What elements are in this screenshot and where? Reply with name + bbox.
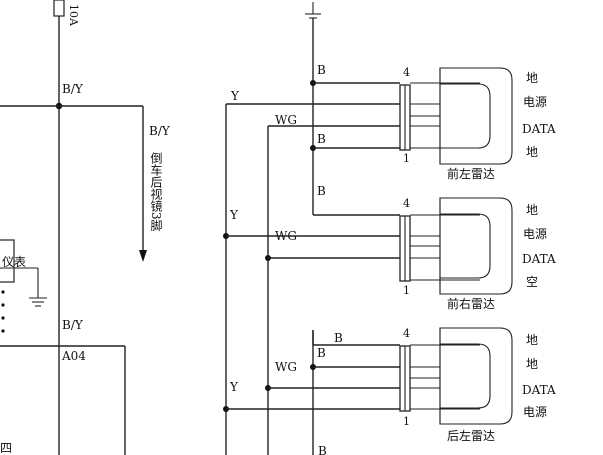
sensor-1-pin-label-3: DATA [522,122,556,136]
bus-y-label-3: Y [229,380,239,394]
sensor-3-pin-label-3: DATA [522,383,556,397]
sensor-2-name: 前右雷达 [447,296,495,311]
sensor-1-pin-top: 4 [403,66,410,79]
sensor-2-pin-label-1: 地 [526,203,538,217]
bus-wires: Y Y Y WG WG WG B [225,2,400,455]
svg-text:B: B [317,184,326,198]
fuse-symbol [53,0,65,17]
sensor-3-name: 后左雷达 [447,428,495,443]
bus-y-label-1: Y [230,89,240,103]
svg-text:四: 四 [0,441,12,455]
bottom-wire-label: B [318,444,327,455]
sensor-1-pin-label-1: 地 [526,71,538,85]
sensor-1-pin-label-4: 地 [526,145,538,159]
sensor-front-right: 4 1 前右雷达 地 电源 DATA 空 [223,197,556,311]
sensor-3-pin-label-2: 地 [526,357,538,371]
sensor-3-wire-b-mid: B [317,346,326,360]
sensor-1-name: 前左雷达 [447,166,495,181]
bus-wg-label-1: WG [275,113,297,127]
module-box [0,239,15,283]
sensor-rear-left: B B 4 1 后左雷达 地 地 DATA 电源 [223,327,556,443]
left-wire-label-bottom: B/Y [62,318,84,332]
sensor-2-pin-label-3: DATA [522,252,556,266]
branch-destination-label: 倒车后视镜3脚 [149,152,163,232]
left-power-circuit: 10A B/Y B/Y 倒车后视镜3脚 仪表 B/Y A04 四 [0,0,171,455]
sensor-2-pin-bottom: 1 [403,284,410,297]
sensor-3-pin-label-4: 电源 [523,405,547,419]
sensor-front-left: B B B 4 1 前左雷达 地 电源 DATA 地 [310,63,556,216]
sensor-2-pin-top: 4 [403,197,410,210]
sensor-3-wire-b-top: B [334,331,343,345]
connector-label: A04 [61,349,86,363]
left-wire-label-top: B/Y [62,82,84,96]
bus-wg-label-3: WG [275,360,297,374]
branch-wire-label: B/Y [149,124,171,138]
sensor-2-pin-label-2: 电源 [523,227,547,241]
sensor-3-pin-bottom: 1 [403,415,410,428]
sensor-1-pin-bottom: 1 [403,152,410,165]
sensor-3-pin-label-1: 地 [526,333,538,347]
fuse-label: 10A [67,4,80,27]
sensor-1-pin-label-2: 电源 [523,95,547,109]
sensor-2-pin-label-4: 空 [526,275,538,289]
sensor-1-wire-b-mid: B [317,132,326,146]
arrow-down-icon [139,250,147,262]
module-label: 仪表 [2,255,26,269]
bus-y-label-2: Y [229,208,239,222]
sensor-1-wire-b-top: B [317,63,326,77]
sensor-3-pin-top: 4 [403,327,410,340]
